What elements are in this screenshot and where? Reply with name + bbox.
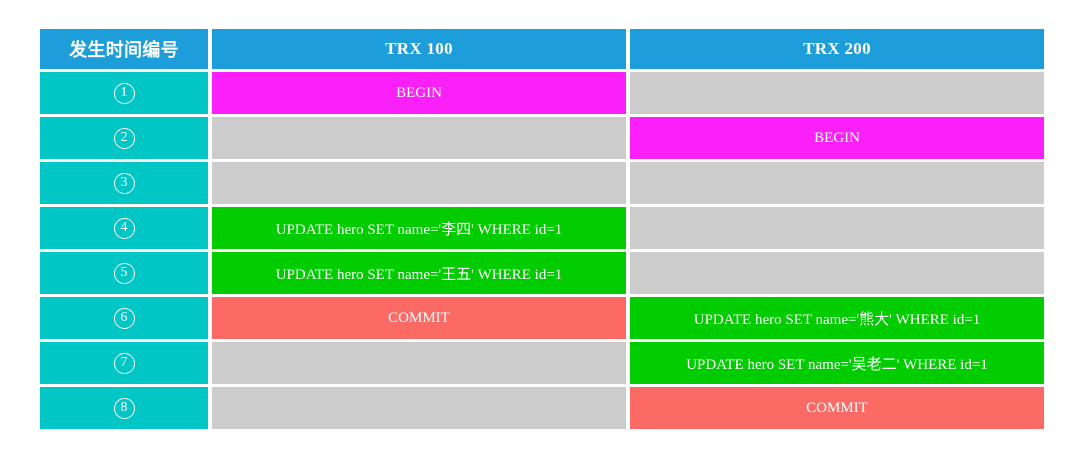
table-row: 7 UPDATE hero SET name='吴老二' WHERE id=1 [40,342,1044,384]
trx200-cell: BEGIN [630,117,1044,159]
time-step-cell: 8 [40,387,208,429]
time-step-cell: 2 [40,117,208,159]
table-row: 1 BEGIN [40,72,1044,114]
step-number: 2 [113,127,135,149]
time-step-cell: 1 [40,72,208,114]
table-row: 4 UPDATE hero SET name='李四' WHERE id=1 [40,207,1044,249]
header-trx200: TRX 200 [630,29,1044,69]
step-number: 3 [113,172,135,194]
header-time-column: 发生时间编号 [40,29,208,69]
table-row: 2 BEGIN [40,117,1044,159]
trx100-cell: UPDATE hero SET name='王五' WHERE id=1 [212,252,626,294]
step-number: 5 [113,262,135,284]
time-step-cell: 6 [40,297,208,339]
step-number: 6 [113,307,135,329]
trx100-cell [212,162,626,204]
table-row: 3 [40,162,1044,204]
trx200-cell [630,162,1044,204]
trx200-cell [630,72,1044,114]
trx100-cell: UPDATE hero SET name='李四' WHERE id=1 [212,207,626,249]
transaction-timeline-table: 发生时间编号 TRX 100 TRX 200 1 BEGIN 2 BEGIN 3 [36,26,1048,432]
time-step-cell: 4 [40,207,208,249]
step-number: 4 [113,217,135,239]
trx100-cell [212,387,626,429]
trx200-cell [630,207,1044,249]
header-row: 发生时间编号 TRX 100 TRX 200 [40,29,1044,69]
time-step-cell: 3 [40,162,208,204]
table-row: 8 COMMIT [40,387,1044,429]
trx200-cell: COMMIT [630,387,1044,429]
time-step-cell: 5 [40,252,208,294]
header-trx100: TRX 100 [212,29,626,69]
table-row: 5 UPDATE hero SET name='王五' WHERE id=1 [40,252,1044,294]
trx200-cell: UPDATE hero SET name='吴老二' WHERE id=1 [630,342,1044,384]
trx100-cell [212,342,626,384]
trx200-cell: UPDATE hero SET name='熊大' WHERE id=1 [630,297,1044,339]
table-row: 6 COMMIT UPDATE hero SET name='熊大' WHERE… [40,297,1044,339]
trx100-cell [212,117,626,159]
step-number: 8 [113,397,135,419]
step-number: 7 [113,352,135,374]
trx200-cell [630,252,1044,294]
trx100-cell: COMMIT [212,297,626,339]
step-number: 1 [113,82,135,104]
trx100-cell: BEGIN [212,72,626,114]
time-step-cell: 7 [40,342,208,384]
